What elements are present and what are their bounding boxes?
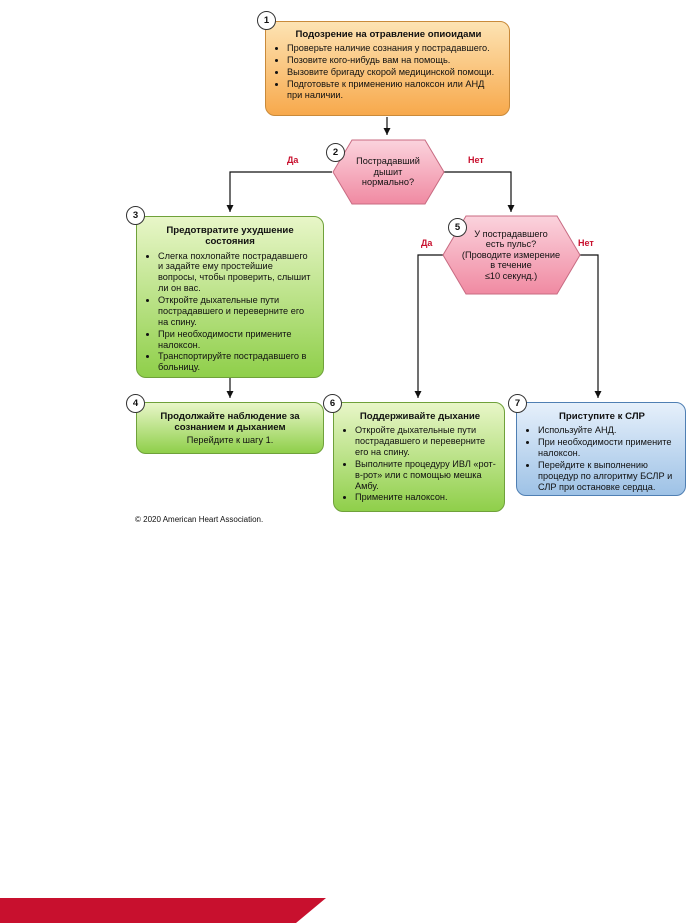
step-3-title: Предотвратите ухудшение состояния — [166, 225, 294, 248]
step-7-title: Приступите к СЛР — [559, 411, 645, 422]
step-5-no-label: Нет — [578, 238, 594, 248]
step-3-box: Предотвратите ухудшение состояния Слегка… — [136, 216, 324, 378]
list-item: Проверьте наличие сознания у пострадавше… — [287, 43, 501, 54]
step-7-number: 7 — [508, 394, 527, 413]
step-2-yes-label: Да — [287, 155, 299, 165]
hex-line: есть пульс? — [485, 239, 537, 250]
step-7-box: Приступите к СЛР Используйте АНД. При не… — [516, 402, 686, 496]
arrow-2-to-5 — [443, 171, 515, 212]
step-3-number: 3 — [126, 206, 145, 225]
hex-line: Пострадавший — [356, 156, 420, 167]
step-1-box: Подозрение на отравление опиоидами Прове… — [265, 21, 510, 116]
hex-line: нормально? — [361, 177, 415, 188]
step-6-number: 6 — [323, 394, 342, 413]
arrow-5-to-7 — [578, 254, 602, 398]
hex-line: дышит — [373, 166, 403, 177]
list-item: Вызовите бригаду скорой медицинской помо… — [287, 67, 501, 78]
step-6-title: Поддерживайте дыхание — [359, 411, 481, 422]
step-2-number: 2 — [326, 143, 345, 162]
list-item: Транспортируйте пострадавшего в больницу… — [158, 351, 313, 373]
copyright-text: © 2020 American Heart Association. — [135, 515, 264, 524]
step-1-list: Проверьте наличие сознания у пострадавше… — [276, 43, 501, 100]
step-4-box: Продолжайте наблюдение за сознанием и ды… — [136, 402, 324, 454]
hex-line: (Проводите измерение — [461, 249, 561, 260]
list-item: Откройте дыхательные пути пострадавшего … — [158, 295, 313, 328]
arrow-5-to-6 — [414, 254, 445, 398]
bottom-red-banner — [0, 898, 326, 923]
list-item: Слегка похлопайте пострадавшего и задайт… — [158, 251, 313, 294]
step-1-number: 1 — [257, 11, 276, 30]
list-item: Используйте АНД. — [538, 425, 677, 436]
step-5-number: 5 — [448, 218, 467, 237]
step-5-question: У пострадавшего есть пульс? (Проводите и… — [455, 222, 567, 288]
hex-line: ≤10 секунд.) — [484, 270, 538, 281]
hex-line: У пострадавшего — [474, 228, 548, 239]
list-item: При необходимости примените налоксон. — [158, 329, 313, 351]
step-4-title: Продолжайте наблюдение за сознанием и ды… — [160, 411, 300, 434]
list-item: Позовите кого-нибудь вам на помощь. — [287, 55, 501, 66]
decision-hexagon-pulse — [442, 215, 581, 295]
step-1-title: Подозрение на отравление опиоидами — [295, 29, 482, 40]
list-item: Перейдите к выполнению процедур по алгор… — [538, 460, 677, 493]
step-4-number: 4 — [126, 394, 145, 413]
list-item: Выполните процедуру ИВЛ «рот-в-рот» или … — [355, 459, 496, 492]
step-6-box: Поддерживайте дыхание Откройте дыхательн… — [333, 402, 505, 512]
step-2-question: Пострадавший дышит нормально? — [345, 147, 431, 197]
list-item: Подготовьте к применению налоксон или АН… — [287, 79, 501, 101]
list-item: При необходимости примените налоксон. — [538, 437, 677, 459]
list-item: Откройте дыхательные пути пострадавшего … — [355, 425, 496, 458]
arrow-2-to-3 — [226, 171, 332, 212]
step-3-list: Слегка похлопайте пострадавшего и задайт… — [147, 251, 313, 373]
step-5-yes-label: Да — [421, 238, 433, 248]
hex-line: в течение — [490, 260, 532, 271]
step-6-list: Откройте дыхательные пути пострадавшего … — [344, 425, 496, 503]
list-item: Примените налоксон. — [355, 492, 496, 503]
step-7-list: Используйте АНД. При необходимости приме… — [527, 425, 677, 492]
decision-hexagon-breathing — [332, 139, 445, 205]
step-2-no-label: Нет — [468, 155, 484, 165]
step-4-subtext: Перейдите к шагу 1. — [186, 434, 274, 445]
